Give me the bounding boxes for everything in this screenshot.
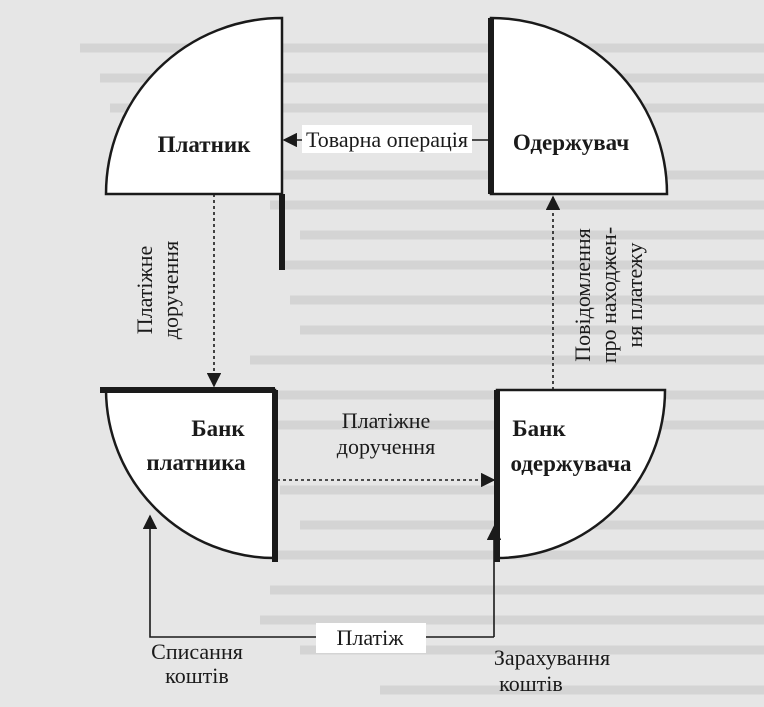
- payment-label-bg: [316, 623, 426, 653]
- receiver-node: [488, 16, 669, 196]
- payment-notice-line2: про находжен-: [596, 227, 621, 363]
- payment-order-vertical-label: Платіжне доручення: [132, 241, 183, 339]
- payment-order-horizontal-line1: Платіжне: [342, 408, 431, 433]
- payer-bank-node: [100, 387, 278, 562]
- payer-label: Платник: [158, 132, 252, 157]
- payment-notice-line3: ня платежу: [622, 243, 647, 348]
- payment-label: Платіж: [337, 625, 405, 650]
- receiver-bank-label-line1: Банк: [512, 416, 566, 441]
- credit-line2: коштів: [499, 671, 563, 696]
- receiver-bank-label-line2: одержувача: [510, 451, 632, 476]
- payment-notice-line1: Повідомлення: [570, 228, 595, 362]
- payer-bank-label-line1: Банк: [191, 416, 245, 441]
- payment-order-horizontal-line2: доручення: [337, 434, 435, 459]
- receiver-label: Одержувач: [513, 130, 629, 155]
- payment-order-vertical-line1: Платіжне: [132, 246, 157, 335]
- payer-bank-label-line2: платника: [146, 450, 246, 475]
- commodity-operation-label: Товарна операція: [306, 127, 468, 152]
- credit-line1: Зарахування: [494, 645, 610, 670]
- debit-line2: коштів: [165, 663, 229, 688]
- payer-node: [104, 16, 285, 270]
- commodity-label-bg: [302, 125, 472, 153]
- payment-notice-label: Повідомлення про находжен- ня платежу: [570, 227, 647, 363]
- debit-line1: Списання: [151, 639, 243, 664]
- payment-order-vertical-line2: доручення: [158, 241, 183, 339]
